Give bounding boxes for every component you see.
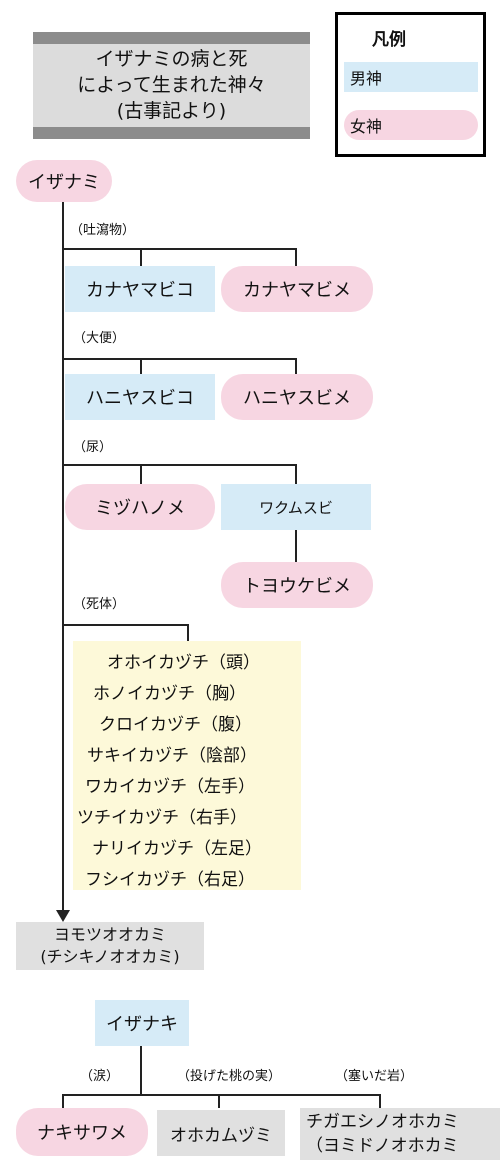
vomit-branch-line — [62, 248, 296, 250]
title-line-2: によって生まれた神々 — [77, 74, 266, 96]
thunder-god-6: ツチイカヅチ（右手） — [77, 808, 247, 828]
yomotsu-line-2: (チシキノオオカミ) — [40, 947, 180, 966]
chigaeshi-line-1: チガエシノオホカミ — [306, 1112, 459, 1132]
urine-drop-left — [140, 464, 142, 484]
legend: 凡例 男神 女神 — [335, 12, 486, 157]
urine-drop-right — [295, 464, 297, 484]
title-line-1: イザナミの病と死 — [95, 48, 248, 70]
node-ookamuzumi: オホカムヅミ — [157, 1110, 285, 1156]
thunder-god-4: サキイカヅチ（陰部） — [87, 746, 257, 766]
label-tears: （涙） — [80, 1069, 120, 1084]
legend-male: 男神 — [344, 62, 478, 92]
node-izanagi: イザナキ — [95, 1000, 189, 1046]
legend-title: 凡例 — [372, 30, 406, 50]
izanagi-drop — [140, 1046, 142, 1096]
label-rock: （塞いだ岩） — [335, 1069, 414, 1084]
node-kanayamabime: カナヤマビメ — [221, 266, 373, 312]
izanagi-drop-right — [379, 1094, 381, 1108]
thunder-gods-box: オホイカヅチ（頭） ホノイカヅチ（胸） クロイカヅチ（腹） サキイカヅチ（陰部）… — [73, 641, 301, 890]
trunk-arrowhead — [56, 910, 70, 922]
wakumusubi-child-line — [295, 530, 297, 562]
label-corpse: （死体） — [73, 597, 126, 612]
thunder-god-2: ホノイカヅチ（胸） — [93, 684, 246, 704]
urine-branch-line — [62, 464, 296, 466]
label-peaches: （投げた桃の実） — [177, 1069, 282, 1084]
label-vomit: （吐瀉物） — [70, 223, 136, 238]
node-haniyasubime: ハニヤスビメ — [221, 374, 373, 420]
izanagi-branch-line — [62, 1094, 380, 1096]
legend-female: 女神 — [344, 110, 478, 140]
feces-branch-line — [62, 358, 296, 360]
node-yomotsu-ookami: ヨモツオオカミ (チシキノオオカミ) — [16, 922, 204, 970]
node-haniyasubiko: ハニヤスビコ — [65, 374, 215, 420]
node-mizuhanome: ミヅハノメ — [65, 484, 215, 530]
chigaeshi-line-2: （ヨミドノオホカミ — [306, 1136, 459, 1156]
vomit-drop-left — [140, 248, 142, 266]
feces-drop-right — [295, 358, 297, 374]
label-urine: （尿） — [73, 440, 113, 455]
thunder-god-7: ナリイカヅチ（左足） — [92, 839, 262, 859]
diagram-title: イザナミの病と死 によって生まれた神々 (古事記より) — [33, 32, 310, 139]
thunder-god-3: クロイカヅチ（腹） — [99, 715, 252, 735]
yomotsu-line-1: ヨモツオオカミ — [53, 925, 166, 944]
feces-drop-left — [140, 358, 142, 374]
thunder-god-1: オホイカヅチ（頭） — [107, 653, 260, 673]
izanagi-drop-left — [62, 1094, 64, 1108]
corpse-drop — [187, 624, 189, 642]
node-nakisawame: ナキサワメ — [16, 1108, 148, 1156]
izanami-trunk-line — [62, 200, 64, 912]
node-wakumusubi: ワクムスビ — [221, 484, 371, 530]
vomit-drop-right — [295, 248, 297, 266]
title-line-3: (古事記より) — [116, 100, 227, 122]
corpse-branch-line — [62, 624, 188, 626]
izanagi-drop-mid — [218, 1094, 220, 1108]
label-feces: （大便） — [73, 331, 126, 346]
thunder-god-5: ワカイカヅチ（左手） — [85, 777, 255, 797]
thunder-god-8: フシイカヅチ（右足） — [85, 870, 255, 890]
node-izanami: イザナミ — [16, 160, 112, 202]
node-chigaeshi: チガエシノオホカミ （ヨミドノオホカミ — [300, 1108, 500, 1160]
node-toyoukebime: トヨウケビメ — [221, 562, 373, 608]
node-kanayamabiko: カナヤマビコ — [65, 266, 215, 312]
